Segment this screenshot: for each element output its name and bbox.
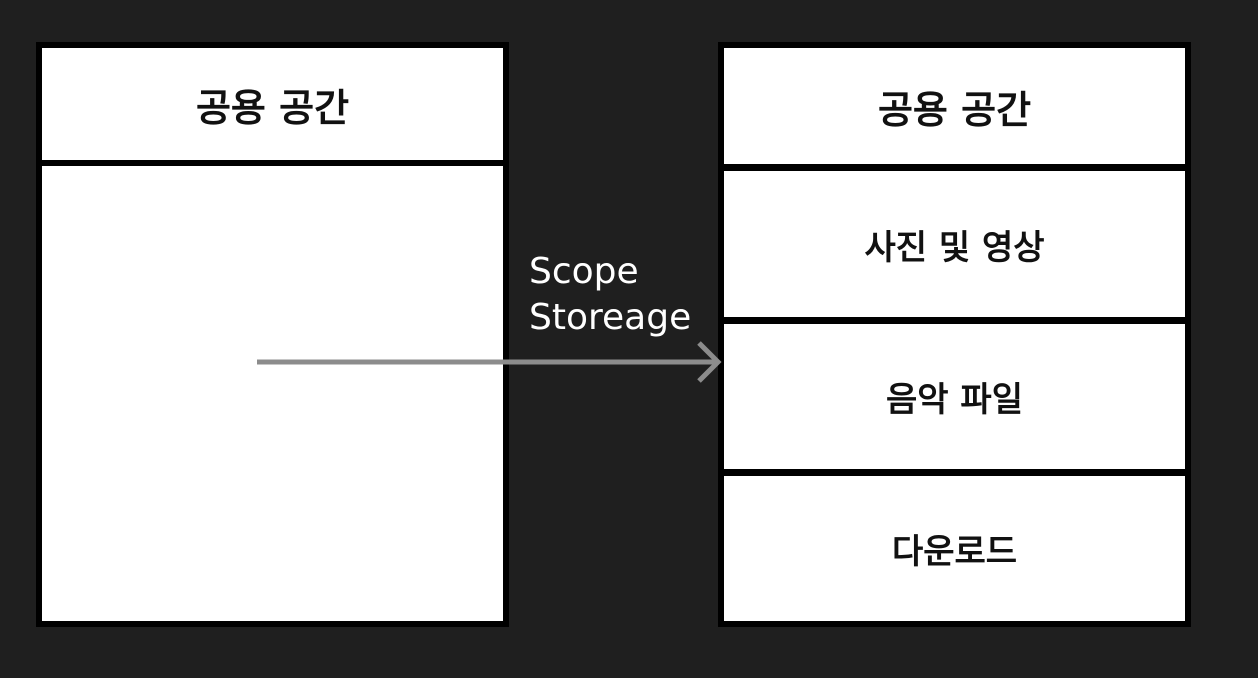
left-box-body bbox=[42, 166, 503, 621]
section-photos-videos: 사진 및 영상 bbox=[724, 171, 1185, 317]
right-box-title: 공용 공간 bbox=[724, 48, 1185, 164]
arrow-label-line1: Scope bbox=[529, 251, 639, 292]
section-downloads: 다운로드 bbox=[724, 476, 1185, 621]
arrow-label-line2: Storeage bbox=[529, 297, 692, 338]
right-storage-box: 공용 공간 사진 및 영상 음악 파일 다운로드 bbox=[718, 42, 1191, 627]
section-music-files: 음악 파일 bbox=[724, 324, 1185, 469]
left-storage-box: 공용 공간 bbox=[36, 42, 509, 627]
arrow-head-icon bbox=[697, 341, 722, 383]
left-box-title: 공용 공간 bbox=[42, 48, 503, 160]
